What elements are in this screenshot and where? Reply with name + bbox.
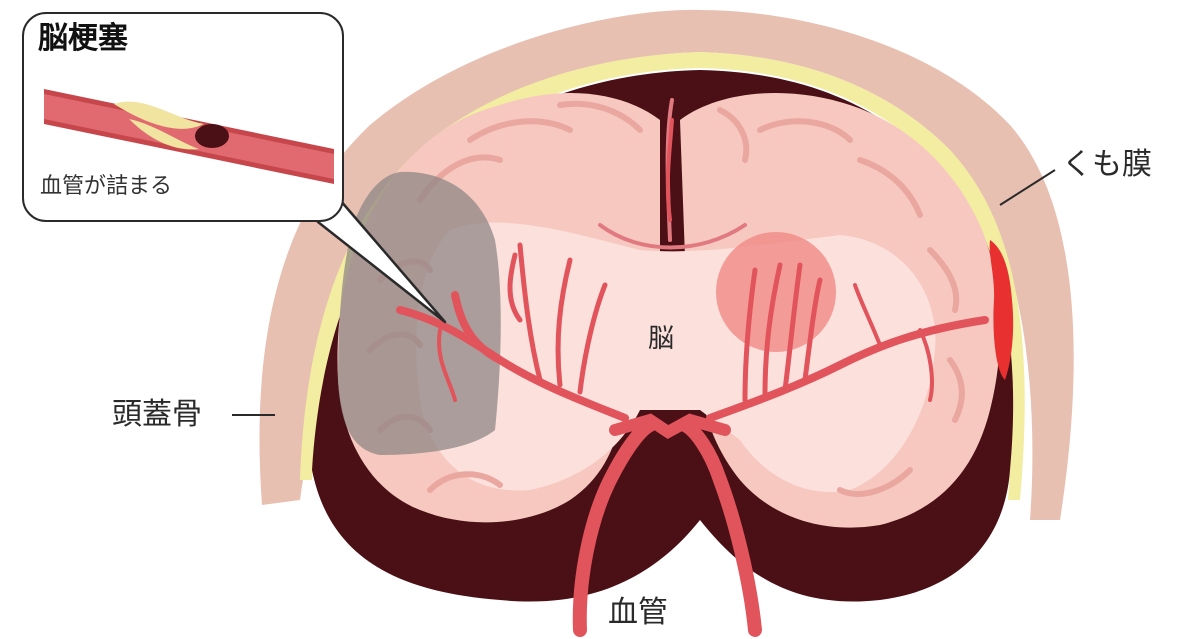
callout-caption: 血管が詰まる — [40, 176, 172, 198]
clogged-vessel-illustration — [34, 64, 334, 184]
label-arachnoid: くも膜 — [1062, 150, 1152, 180]
callout-title: 脳梗塞 — [38, 24, 128, 54]
clot — [195, 124, 229, 148]
label-skull: 頭蓋骨 — [112, 400, 202, 430]
label-brain: 脳 — [648, 326, 674, 352]
label-vessel: 血管 — [608, 598, 668, 628]
